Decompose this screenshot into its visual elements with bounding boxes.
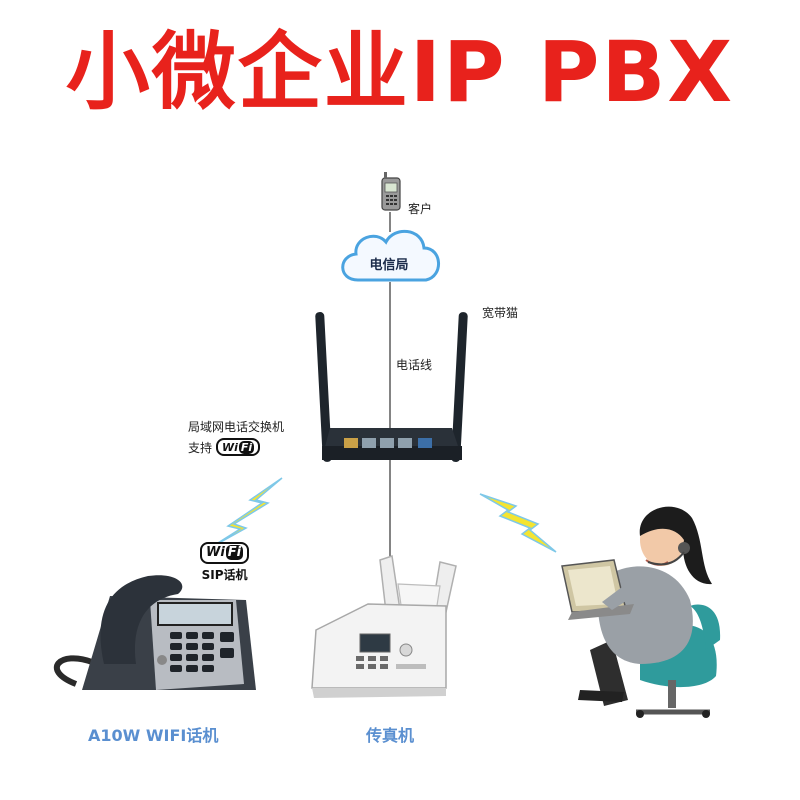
- broadband-modem-label: 宽带猫: [482, 306, 519, 320]
- support-label: 支持: [188, 440, 213, 455]
- page-title: 小微企业IP PBX: [65, 23, 735, 121]
- router-antenna-icon: [315, 312, 468, 462]
- sip-phone-label: SIP话机: [201, 567, 248, 582]
- phone-line-label: 电话线: [396, 358, 433, 372]
- cloud-icon: [341, 229, 440, 282]
- pbx-router-icon: [322, 428, 462, 460]
- wireless-signal-right-icon: [479, 493, 557, 553]
- mobile-phone-icon: [381, 172, 401, 211]
- desk-phone-icon: [53, 575, 256, 690]
- operator-with-laptop-icon: [561, 506, 721, 718]
- wireless-signal-left-icon: [209, 477, 283, 549]
- customer-label: 客户: [408, 202, 433, 216]
- telecom-office-label: 电信局: [369, 258, 409, 273]
- fax-machine-caption: 传真机: [366, 726, 415, 745]
- lan-pbx-label: 局域网电话交换机: [188, 420, 285, 434]
- fax-machine-icon: [311, 555, 457, 698]
- desk-phone-caption: A10W WIFI话机: [88, 726, 219, 745]
